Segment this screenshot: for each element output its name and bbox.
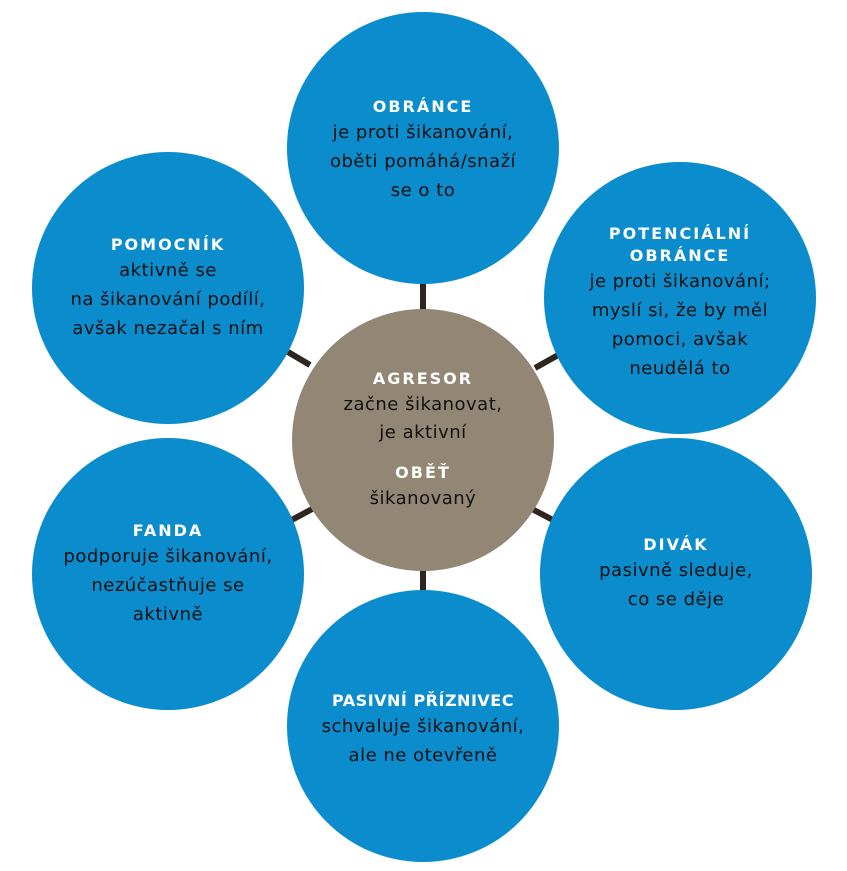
circle-divak bbox=[540, 438, 812, 710]
circle-center bbox=[292, 309, 554, 571]
center-obet-title: OBĚŤ bbox=[395, 463, 451, 482]
node-obrance-title: OBRÁNCE bbox=[372, 96, 474, 116]
circle-obrance bbox=[287, 12, 559, 284]
node-divak-desc: pasivně sleduje, co se děje bbox=[599, 560, 753, 610]
node-pasivni-priznivec-desc: schvaluje šikanování, ale ne otevřeně bbox=[321, 716, 525, 766]
circle-pasivni-priznivec bbox=[287, 590, 559, 862]
node-pomocnik-desc: aktivně se na šikanování podílí, avšak n… bbox=[70, 259, 266, 339]
node-potencialni-obrance-title: POTENCIÁLNÍ OBRÁNCE bbox=[608, 224, 752, 265]
node-obrance-desc: je proti šikanování, oběti pomáhá/snaží … bbox=[329, 121, 517, 201]
center-obet-desc: šikanovaný bbox=[369, 488, 477, 509]
node-pomocnik-title: POMOCNÍK bbox=[110, 234, 226, 254]
node-fanda-desc: podporuje šikanování, nezúčastňuje se ak… bbox=[63, 545, 273, 625]
circle-potencialni-obrance bbox=[544, 162, 816, 434]
node-potencialni-obrance-desc: je proti šikanování; myslí si, že by měl… bbox=[589, 271, 771, 379]
node-pasivni-priznivec: PASIVNÍ PŘÍZNIVEC schvaluje šikanování, … bbox=[293, 600, 553, 860]
node-obrance: OBRÁNCE je proti šikanování, oběti pomáh… bbox=[293, 20, 553, 280]
node-divak: DIVÁK pasivně sleduje, co se děje bbox=[546, 444, 806, 704]
node-fanda: FANDA podporuje šikanování, nezúčastňuje… bbox=[38, 444, 298, 704]
node-pomocnik: POMOCNÍK aktivně se na šikanování podílí… bbox=[38, 158, 298, 418]
center-agresor-desc: začne šikanovat, je aktivní bbox=[343, 394, 503, 443]
connector-pomocnik bbox=[286, 349, 312, 368]
center-agresor-title: AGRESOR bbox=[372, 369, 474, 388]
node-fanda-title: FANDA bbox=[132, 520, 204, 540]
node-potencialni-obrance: POTENCIÁLNÍ OBRÁNCE je proti šikanování;… bbox=[550, 173, 810, 433]
circle-pomocnik bbox=[32, 152, 304, 424]
node-center: AGRESOR začne šikanovat, je aktivní OBĚŤ… bbox=[303, 320, 543, 560]
connector-potencialni-obrance bbox=[533, 351, 562, 371]
circle-fanda bbox=[32, 438, 304, 710]
node-divak-title: DIVÁK bbox=[643, 535, 709, 554]
node-pasivni-priznivec-title: PASIVNÍ PŘÍZNIVEC bbox=[332, 691, 514, 710]
connector-divak bbox=[528, 505, 555, 523]
